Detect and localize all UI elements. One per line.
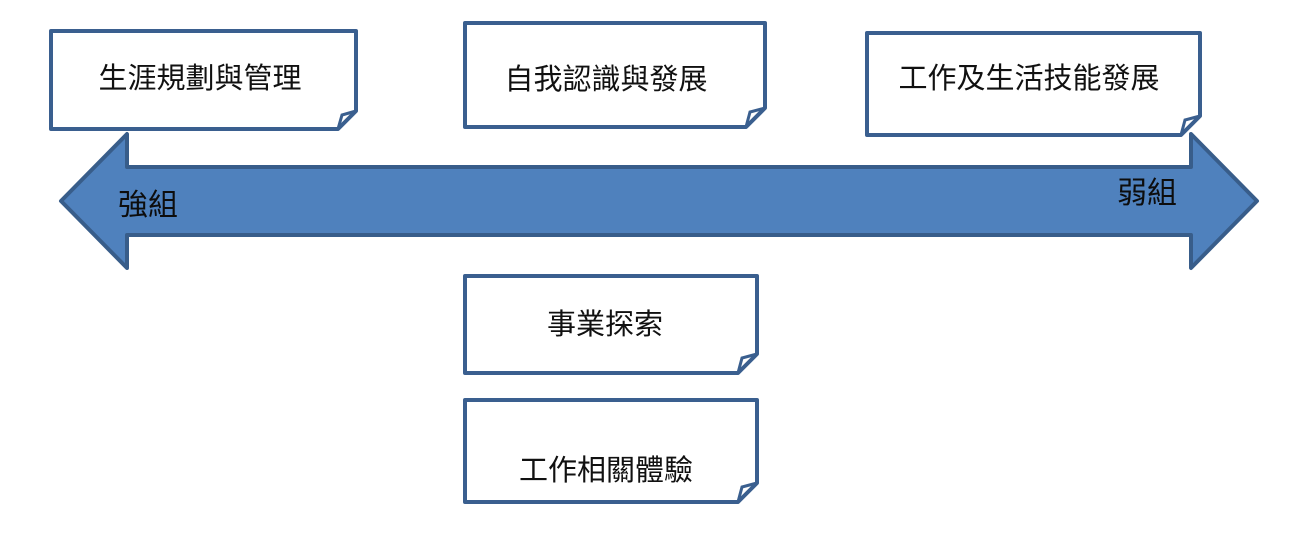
card-folded-corner <box>736 481 758 503</box>
card-label: 生涯規劃與管理 <box>98 61 301 95</box>
card-folded-corner <box>736 352 758 374</box>
left-label-strong-group: 強組 <box>118 188 178 223</box>
card-self-awareness: 自我認識與發展 <box>463 21 767 129</box>
card-body <box>49 29 358 131</box>
double-headed-arrow: 強組 弱組 <box>59 132 1259 270</box>
card-career-planning: 生涯規劃與管理 <box>49 29 358 131</box>
card-body <box>463 21 767 129</box>
card-folded-corner <box>744 106 766 128</box>
card-folded-corner <box>336 109 357 130</box>
card-label: 自我認識與發展 <box>504 62 707 96</box>
card-work-life-skills: 工作及生活技能發展 <box>865 31 1202 137</box>
card-body <box>463 398 759 504</box>
card-work-experience: 工作相關體驗 <box>463 398 759 504</box>
card-label: 工作及生活技能發展 <box>898 61 1159 95</box>
card-body <box>865 31 1202 137</box>
right-label-weak-group: 弱組 <box>1117 176 1177 211</box>
card-career-exploration: 事業探索 <box>463 274 759 375</box>
card-folded-corner <box>1179 114 1201 136</box>
card-label: 事業探索 <box>547 307 663 341</box>
card-body <box>463 274 759 375</box>
arrow-shape <box>59 132 1259 270</box>
card-label: 工作相關體驗 <box>519 453 693 487</box>
